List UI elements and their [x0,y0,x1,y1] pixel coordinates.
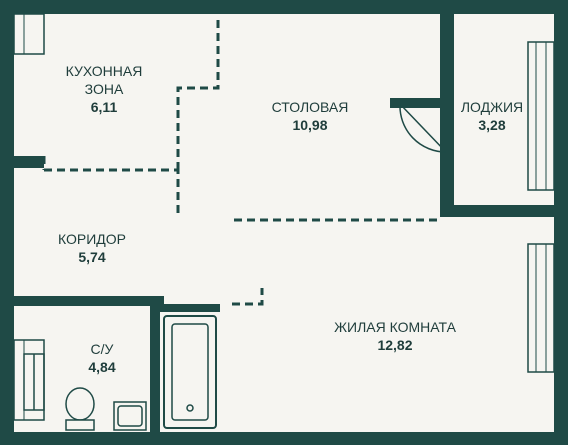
room-area-dining: 10,98 [292,117,328,133]
room-label-loggia: ЛОДЖИЯ 3,28 [452,98,532,134]
room-name-kitchen-line2: ЗОНА [84,81,124,97]
room-area-corridor: 5,74 [78,249,106,265]
bathroom-window [13,339,45,421]
room-label-dining: СТОЛОВАЯ 10,98 [250,98,370,134]
room-area-living-room: 12,82 [377,337,413,353]
sink [113,401,147,431]
room-name-bathroom: С/У [90,341,114,357]
room-area-kitchen: 6,11 [90,99,118,115]
room-name-loggia: ЛОДЖИЯ [460,99,524,115]
room-name-kitchen-line1: КУХОННАЯ [65,63,143,79]
toilet [65,387,95,431]
room-label-kitchen: КУХОННАЯ ЗОНА 6,11 [44,62,164,116]
inner-walls [14,98,440,432]
floor-area [14,14,554,434]
door-swing [399,103,447,153]
room-label-living-room: ЖИЛАЯ КОМНАТА 12,82 [300,318,490,354]
room-name-corridor: КОРИДОР [58,231,126,247]
room-label-bathroom: С/У 4,84 [62,340,142,376]
room-name-dining: СТОЛОВАЯ [271,99,349,115]
zone-dashes [42,20,440,306]
living-room-window [527,243,555,373]
bathtub [163,315,217,429]
room-area-bathroom: 4,84 [88,359,116,375]
loggia-windows [527,41,555,191]
bathroom-cabinet [23,353,45,411]
room-label-corridor: КОРИДОР 5,74 [40,230,144,266]
kitchen-window [13,13,45,55]
room-area-loggia: 3,28 [478,117,506,133]
room-name-living-room: ЖИЛАЯ КОМНАТА [334,319,456,335]
